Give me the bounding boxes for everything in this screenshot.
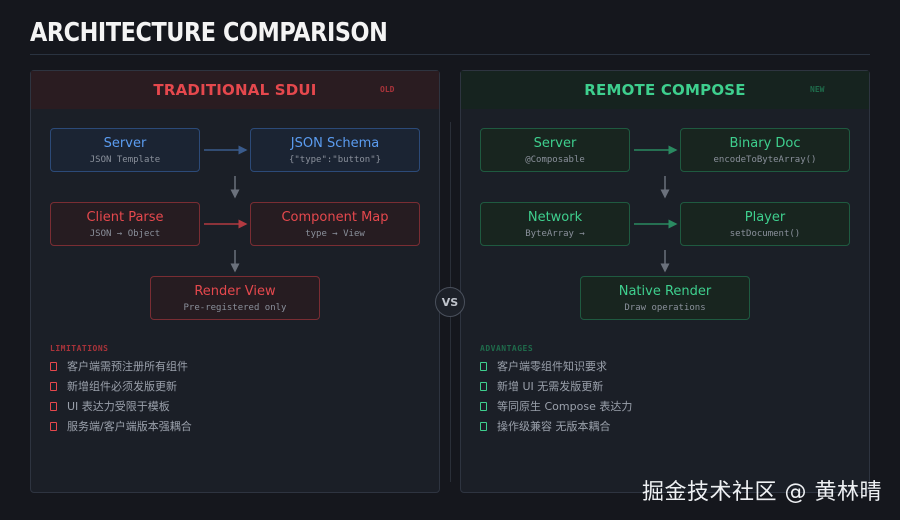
advantages-list: 客户端零组件知识要求 新增 UI 无需发版更新 等同原生 Compose 表达力…: [480, 356, 632, 436]
node-network: Network ByteArray →: [480, 202, 630, 246]
list-item: 客户端零组件知识要求: [480, 356, 632, 376]
list-item: 操作级兼容 无版本耦合: [480, 416, 632, 436]
list-item: 客户端需预注册所有组件: [50, 356, 192, 376]
checkbox-icon: [480, 421, 487, 431]
node-binary-doc: Binary Doc encodeToByteArray(): [680, 128, 850, 172]
node-label: Component Map: [281, 209, 389, 225]
list-item: 服务端/客户端版本强耦合: [50, 416, 192, 436]
node-sub: encodeToByteArray(): [713, 154, 817, 165]
list-item-text: 操作级兼容 无版本耦合: [497, 420, 611, 433]
list-item-text: 等同原生 Compose 表达力: [497, 400, 633, 413]
node-sub: {"type":"button"}: [288, 154, 382, 165]
node-player: Player setDocument(): [680, 202, 850, 246]
checkbox-icon: [480, 361, 487, 371]
node-server: Server JSON Template: [50, 128, 200, 172]
node-component-map: Component Map type → View: [250, 202, 420, 246]
node-client-parse: Client Parse JSON → Object: [50, 202, 200, 246]
node-label: Binary Doc: [729, 135, 801, 151]
panel-header: TRADITIONAL SDUI: [31, 71, 439, 109]
old-tag: OLD: [380, 85, 395, 94]
node-sub: ByteArray →: [525, 228, 585, 239]
list-item-text: 新增 UI 无需发版更新: [497, 380, 604, 393]
node-sub: JSON → Object: [89, 228, 161, 239]
node-sub: Pre-registered only: [183, 302, 287, 313]
list-item: UI 表达力受限于模板: [50, 396, 192, 416]
node-server: Server @Composable: [480, 128, 630, 172]
node-render-view: Render View Pre-registered only: [150, 276, 320, 320]
checkbox-icon: [50, 381, 57, 391]
node-label: Native Render: [618, 283, 712, 299]
checkbox-icon: [50, 361, 57, 371]
node-sub: setDocument(): [729, 228, 801, 239]
advantages-heading: ADVANTAGES: [480, 344, 534, 353]
node-label: Network: [527, 209, 583, 225]
checkbox-icon: [480, 401, 487, 411]
new-tag: NEW: [810, 85, 825, 94]
node-sub: JSON Template: [89, 154, 161, 165]
node-sub: Draw operations: [624, 302, 706, 313]
title-divider: [30, 54, 870, 55]
checkbox-icon: [50, 421, 57, 431]
node-sub: type → View: [305, 228, 365, 239]
list-item-text: 新增组件必须发版更新: [67, 380, 177, 393]
list-item: 等同原生 Compose 表达力: [480, 396, 632, 416]
checkbox-icon: [50, 401, 57, 411]
list-item-text: 客户端需预注册所有组件: [67, 360, 188, 373]
vs-badge: VS: [435, 287, 465, 317]
checkbox-icon: [480, 381, 487, 391]
node-label: Server: [533, 135, 577, 151]
limitations-heading: LIMITATIONS: [50, 344, 109, 353]
panel-header: REMOTE COMPOSE: [461, 71, 869, 109]
list-item-text: 服务端/客户端版本强耦合: [67, 420, 192, 433]
list-item-text: UI 表达力受限于模板: [67, 400, 170, 413]
node-native-render: Native Render Draw operations: [580, 276, 750, 320]
list-item: 新增 UI 无需发版更新: [480, 376, 632, 396]
list-item: 新增组件必须发版更新: [50, 376, 192, 396]
node-json-schema: JSON Schema {"type":"button"}: [250, 128, 420, 172]
page-title: ARCHITECTURE COMPARISON: [30, 18, 388, 48]
node-label: Server: [103, 135, 147, 151]
list-item-text: 客户端零组件知识要求: [497, 360, 607, 373]
node-label: Player: [744, 209, 786, 225]
panel-title: TRADITIONAL SDUI: [153, 81, 317, 99]
node-label: Render View: [194, 283, 276, 299]
node-label: Client Parse: [86, 209, 164, 225]
watermark: 掘金技术社区 @ 黄林晴: [642, 480, 882, 505]
panel-title: REMOTE COMPOSE: [584, 81, 746, 99]
node-sub: @Composable: [525, 154, 585, 165]
limitations-list: 客户端需预注册所有组件 新增组件必须发版更新 UI 表达力受限于模板 服务端/客…: [50, 356, 192, 436]
node-label: JSON Schema: [290, 135, 380, 151]
